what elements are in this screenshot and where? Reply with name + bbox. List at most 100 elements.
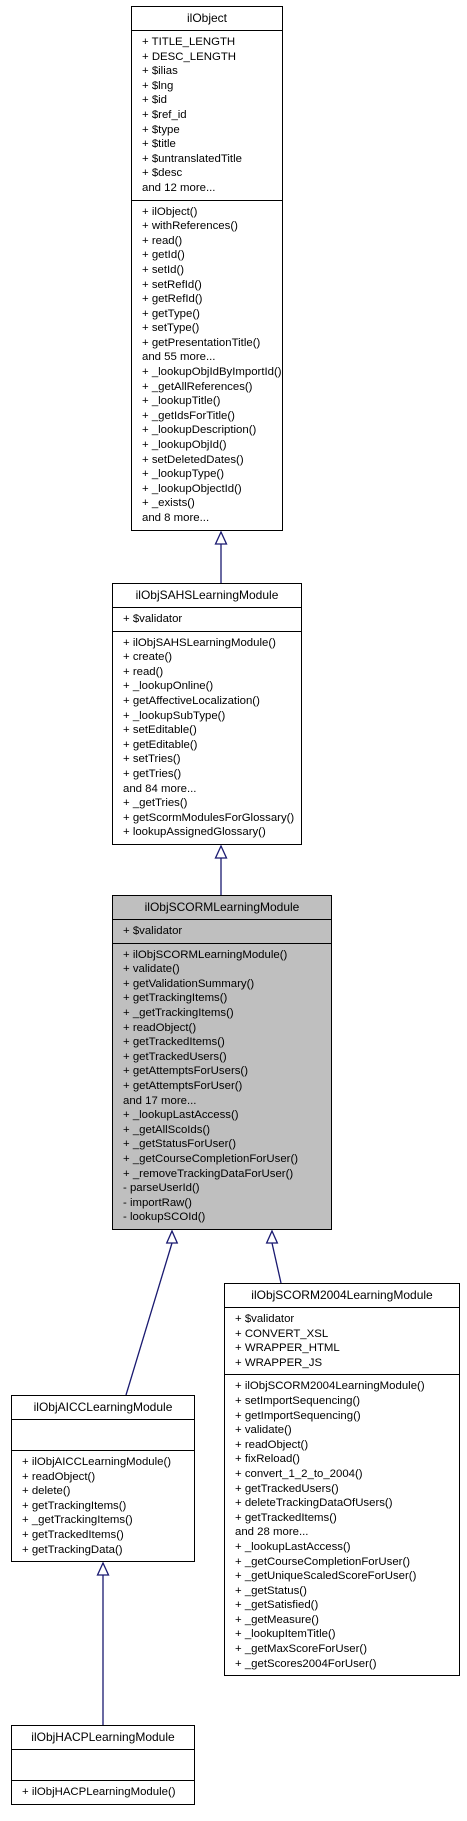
method-row: - lookupSCOId() bbox=[123, 1211, 206, 1224]
method-row: - parseUserId() bbox=[123, 1182, 200, 1195]
class-name: ilObjAICCLearningModule bbox=[12, 1396, 194, 1420]
class-ilObjHACPLearningModule[interactable]: ilObjHACPLearningModule + ilObjHACPLearni… bbox=[11, 1725, 195, 1805]
class-name: ilObjHACPLearningModule bbox=[12, 1726, 194, 1750]
method-row: + _getStatusForUser() bbox=[123, 1138, 236, 1151]
method-row: + _getUniqueScaledScoreForUser() bbox=[235, 1570, 417, 1583]
method-row: + ilObjSCORM2004LearningModule() bbox=[235, 1380, 425, 1393]
method-row: and 84 more... bbox=[123, 782, 197, 795]
method-row: + _lookupOnline() bbox=[123, 680, 214, 693]
attribute-row: + CONVERT_XSL bbox=[235, 1327, 329, 1340]
method-row: + setEditable() bbox=[123, 724, 197, 737]
attribute-row: + $lng bbox=[142, 79, 174, 92]
method-row: + convert_1_2_to_2004() bbox=[235, 1467, 363, 1480]
method-row: + getTrackedUsers() bbox=[123, 1050, 227, 1063]
method-row: + validate() bbox=[235, 1424, 292, 1437]
method-row: + getTrackedItems() bbox=[22, 1528, 124, 1541]
class-name: ilObjSCORM2004LearningModule bbox=[225, 1284, 459, 1308]
method-row: and 8 more... bbox=[142, 512, 210, 524]
method-row: + ilObject() bbox=[142, 205, 198, 218]
class-ilObjAICCLearningModule[interactable]: ilObjAICCLearningModule + ilObjAICCLearni… bbox=[11, 1395, 195, 1563]
method-row: + getId() bbox=[142, 249, 185, 262]
method-row: + _lookupObjectId() bbox=[142, 482, 242, 495]
attribute-row: + $validator bbox=[123, 613, 183, 625]
methods-section: + ilObjAICCLearningModule()+ readObject(… bbox=[12, 1451, 194, 1561]
method-row: + _getStatus() bbox=[235, 1584, 307, 1597]
attribute-row: + WRAPPER_HTML bbox=[235, 1342, 340, 1355]
class-ilObjSCORM2004LearningModule[interactable]: ilObjSCORM2004LearningModule + $validator… bbox=[224, 1283, 460, 1677]
method-row: + _getTrackingItems() bbox=[22, 1514, 133, 1527]
method-row: + getRefId() bbox=[142, 293, 203, 306]
attributes-section: + $validator bbox=[113, 608, 301, 632]
method-row: + _getCourseCompletionForUser() bbox=[235, 1555, 411, 1568]
inheritance-arrowhead bbox=[214, 530, 228, 545]
class-ilObjSCORMLearningModule: ilObjSCORMLearningModule+ $validator+ il… bbox=[112, 895, 332, 1230]
attribute-row: + WRAPPER_JS bbox=[235, 1356, 323, 1369]
attribute-row: + $validator bbox=[235, 1313, 295, 1325]
method-row: + _getMaxScoreForUser() bbox=[235, 1643, 367, 1656]
attributes-section: + $validator bbox=[113, 920, 331, 944]
method-row: + _exists() bbox=[142, 497, 195, 510]
attribute-row: + $type bbox=[142, 123, 180, 136]
method-row: + _getTries() bbox=[123, 797, 188, 810]
method-row: - importRaw() bbox=[123, 1196, 192, 1209]
method-row: + ilObjHACPLearningModule() bbox=[22, 1786, 176, 1798]
method-row: + _getIdsForTitle() bbox=[142, 409, 235, 422]
attribute-row: + DESC_LENGTH bbox=[142, 50, 237, 63]
class-name: ilObjSAHSLearningModule bbox=[113, 584, 301, 608]
method-row: + _lookupItemTitle() bbox=[235, 1628, 336, 1641]
method-row: + ilObjSCORMLearningModule() bbox=[123, 948, 288, 961]
method-row: + getTrackingItems() bbox=[123, 992, 228, 1005]
method-row: + setId() bbox=[142, 263, 185, 276]
method-row: + readObject() bbox=[22, 1470, 96, 1483]
method-row: + _getCourseCompletionForUser() bbox=[123, 1152, 299, 1165]
method-row: + _lookupLastAccess() bbox=[235, 1540, 351, 1553]
method-row: + _lookupType() bbox=[142, 468, 224, 481]
attributes-section bbox=[12, 1750, 194, 1781]
inheritance-arrowhead bbox=[214, 844, 228, 859]
method-row: + _getAllScoIds() bbox=[123, 1123, 211, 1136]
attribute-row: + $validator bbox=[123, 925, 183, 937]
method-row: + ilObjSAHSLearningModule() bbox=[123, 636, 276, 649]
method-row: + getValidationSummary() bbox=[123, 977, 255, 990]
method-row: + getTrackingItems() bbox=[22, 1499, 127, 1512]
method-row: + _lookupObjId() bbox=[142, 439, 227, 452]
attribute-row: + $untranslatedTitle bbox=[142, 152, 242, 165]
method-row: + _getSatisfied() bbox=[235, 1599, 319, 1612]
method-row: + lookupAssignedGlossary() bbox=[123, 826, 266, 839]
method-row: + readObject() bbox=[235, 1438, 309, 1451]
method-row: + setDeletedDates() bbox=[142, 453, 244, 466]
method-row: + getTrackedItems() bbox=[123, 1036, 225, 1049]
inheritance-arrowhead bbox=[96, 1561, 110, 1576]
attribute-row: + $title bbox=[142, 138, 176, 151]
method-row: + read() bbox=[123, 665, 164, 678]
method-row: + create() bbox=[123, 651, 173, 664]
method-row: + _lookupTitle() bbox=[142, 395, 221, 408]
attributes-section bbox=[12, 1420, 194, 1451]
class-name: ilObject bbox=[132, 7, 282, 31]
class-ilObject[interactable]: ilObject+ TITLE_LENGTH+ DESC_LENGTH+ $il… bbox=[131, 6, 283, 531]
attribute-row: + TITLE_LENGTH bbox=[142, 36, 236, 48]
method-row: + setImportSequencing() bbox=[235, 1394, 361, 1407]
method-row: + getPresentationTitle() bbox=[142, 336, 261, 349]
class-ilObjSAHSLearningModule[interactable]: ilObjSAHSLearningModule + $validator + ilO… bbox=[112, 583, 302, 845]
methods-section: + ilObjSCORMLearningModule() + validate()… bbox=[113, 944, 331, 1229]
inheritance-arrowhead bbox=[265, 1229, 279, 1244]
method-row: + _getScores2004ForUser() bbox=[235, 1657, 377, 1670]
method-row: + read() bbox=[142, 234, 183, 247]
methods-section: + ilObjSCORM2004LearningModule()+ setImp… bbox=[225, 1375, 459, 1675]
methods-section: + ilObjHACPLearningModule() bbox=[12, 1781, 194, 1804]
attribute-row: + $desc bbox=[142, 167, 183, 180]
method-row: and 28 more... bbox=[235, 1526, 309, 1539]
method-row: + _lookupLastAccess() bbox=[123, 1109, 239, 1122]
method-row: + getTrackedUsers() bbox=[235, 1482, 339, 1495]
attribute-row: and 12 more... bbox=[142, 181, 216, 194]
method-row: + setTries() bbox=[123, 753, 181, 766]
method-row: + validate() bbox=[123, 963, 180, 976]
method-row: + getType() bbox=[142, 307, 200, 320]
method-row: + deleteTrackingDataOfUsers() bbox=[235, 1497, 393, 1510]
method-row: + getTrackedItems() bbox=[235, 1511, 337, 1524]
method-row: + fixReload() bbox=[235, 1453, 300, 1466]
method-row: + getTrackingData() bbox=[22, 1543, 123, 1556]
method-row: + _lookupSubType() bbox=[123, 709, 226, 722]
